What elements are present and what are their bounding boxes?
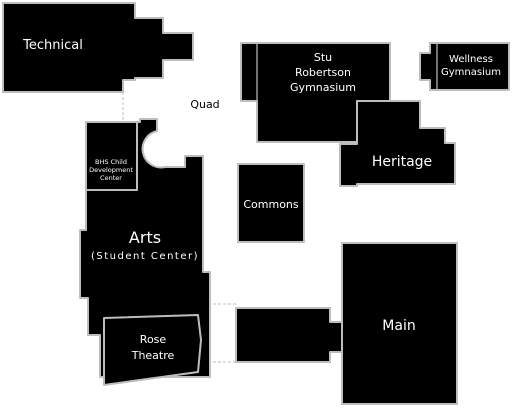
label-rose-line1: Rose xyxy=(140,333,167,346)
label-heritage: Heritage xyxy=(372,154,432,170)
label-arts: Arts xyxy=(129,228,161,247)
building-child-development-center[interactable] xyxy=(85,121,138,191)
label-student-center: (Student Center) xyxy=(91,251,199,262)
label-child-line2: Development xyxy=(89,166,133,174)
label-gym-line1: Stu xyxy=(314,51,332,64)
building-commons[interactable] xyxy=(237,163,305,243)
label-wellness-line1: Wellness xyxy=(449,54,493,65)
building-technical[interactable] xyxy=(2,2,194,93)
label-wellness-line2: Gymnasium xyxy=(441,67,501,78)
building-main-corridor[interactable] xyxy=(235,307,343,363)
label-gym-line3: Gymnasium xyxy=(290,81,356,94)
label-technical: Technical xyxy=(22,38,83,53)
label-main: Main xyxy=(382,318,415,334)
building-heritage[interactable] xyxy=(339,100,456,187)
label-commons: Commons xyxy=(243,198,299,211)
building-main[interactable] xyxy=(341,242,458,405)
label-child-line3: Center xyxy=(100,174,122,182)
label-gym-line2: Robertson xyxy=(295,66,351,79)
building-wellness-gymnasium[interactable] xyxy=(419,42,510,91)
label-quad: Quad xyxy=(190,98,219,111)
building-rose-theatre[interactable] xyxy=(103,314,202,386)
label-child-line1: BHS Child xyxy=(95,158,127,166)
label-rose-line2: Theatre xyxy=(131,349,175,362)
